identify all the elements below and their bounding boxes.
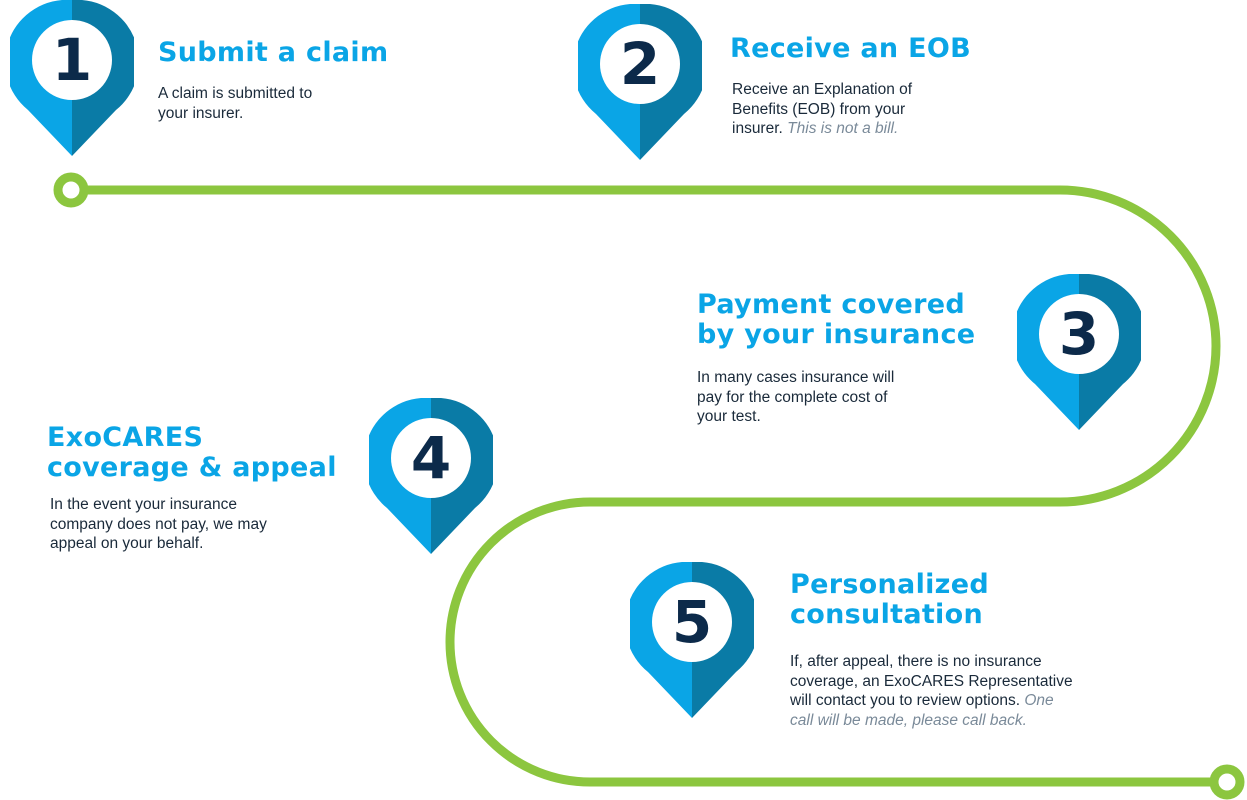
step-3-title-line-2: by your insurance xyxy=(697,319,976,350)
step-3-description: In many cases insurance will pay for the… xyxy=(697,368,1007,427)
step-1-body-line-1: A claim is submitted to xyxy=(158,85,313,102)
step-4: ExoCARES coverage & appeal In the event … xyxy=(47,423,357,554)
step-4-body-line-2: company does not pay, we may xyxy=(50,515,267,533)
step-3: Payment covered by your insurance In man… xyxy=(697,290,1007,427)
step-4-number: 4 xyxy=(410,424,452,492)
step-3-body-line-2: pay for the complete cost of xyxy=(697,388,888,406)
step-2-description: Receive an Explanation of Benefits (EOB)… xyxy=(730,80,990,139)
step-5-number: 5 xyxy=(671,588,713,656)
path-start-node xyxy=(53,172,89,208)
step-1-title: Submit a claim xyxy=(158,38,398,68)
step-1-number: 1 xyxy=(51,26,93,94)
step-3-title: Payment covered by your insurance xyxy=(697,290,1007,350)
step-5-marker-icon: 5 xyxy=(630,562,754,718)
step-2-title: Receive an EOB xyxy=(730,34,990,64)
step-5-note-line-1: One xyxy=(1024,692,1054,709)
step-1-description: A claim is submitted to your insurer. xyxy=(158,84,398,123)
step-4-title-line-2: coverage & appeal xyxy=(47,452,337,483)
step-2-body-line-1: Receive an Explanation of xyxy=(732,81,913,98)
step-5-title-line-2: consultation xyxy=(790,599,983,630)
step-2-marker-icon: 2 xyxy=(578,4,702,160)
step-5-note-line-2: call will be made, please call back. xyxy=(790,711,1027,729)
step-4-title-line-1: ExoCARES xyxy=(47,422,204,453)
step-4-title: ExoCARES coverage & appeal xyxy=(47,423,357,483)
step-2-note: This is not a bill. xyxy=(787,120,899,137)
step-4-description: In the event your insurance company does… xyxy=(47,495,357,554)
step-5-description: If, after appeal, there is no insurance … xyxy=(790,652,1160,730)
step-5-title: Personalized consultation xyxy=(790,570,1160,630)
step-4-body-line-1: In the event your insurance xyxy=(50,496,237,513)
step-5-body-line-1: If, after appeal, there is no insurance xyxy=(790,653,1042,670)
step-1-title-line-1: Submit a claim xyxy=(158,37,389,68)
step-2-body-line-2: Benefits (EOB) from your xyxy=(732,100,906,118)
step-3-title-line-1: Payment covered xyxy=(697,289,965,320)
path-end-node xyxy=(1209,764,1245,800)
step-4-body-line-3: appeal on your behalf. xyxy=(50,535,204,552)
step-5-title-line-1: Personalized xyxy=(790,569,989,600)
step-2-title-line-1: Receive an EOB xyxy=(730,33,972,64)
step-3-body-line-1: In many cases insurance will xyxy=(697,369,895,386)
step-1-marker-icon: 1 xyxy=(10,0,134,156)
step-2-body-line-3: insurer. xyxy=(732,120,783,137)
step-4-marker-icon: 4 xyxy=(369,398,493,554)
process-path-line xyxy=(79,185,1221,787)
step-2-number: 2 xyxy=(619,30,661,98)
step-3-body-line-3: your test. xyxy=(697,408,761,425)
step-5-body-line-2: coverage, an ExoCARES Representative xyxy=(790,672,1073,690)
step-1: Submit a claim A claim is submitted to y… xyxy=(158,38,398,123)
step-5: Personalized consultation If, after appe… xyxy=(790,570,1160,730)
step-5-body-line-3: will contact you to review options. xyxy=(790,692,1021,709)
step-3-number: 3 xyxy=(1058,300,1100,368)
step-2: Receive an EOB Receive an Explanation of… xyxy=(730,34,990,139)
step-3-marker-icon: 3 xyxy=(1017,274,1141,430)
step-1-body-line-2: your insurer. xyxy=(158,104,244,122)
